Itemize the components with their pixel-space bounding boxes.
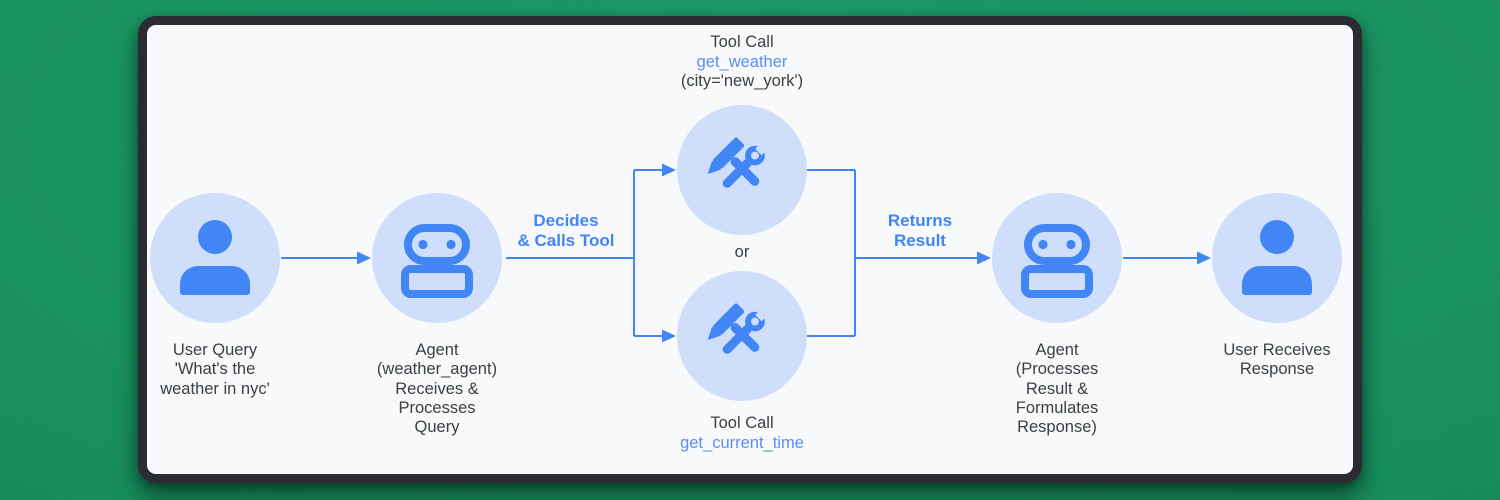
robot-icon — [1021, 224, 1093, 298]
tool-weather-node — [677, 105, 807, 235]
user-query-node — [150, 193, 280, 323]
tool-weather-function: get_weather — [696, 52, 788, 71]
person-icon — [1242, 220, 1312, 295]
user-response-node — [1212, 193, 1342, 323]
returns-result-label: Returns Result — [887, 211, 953, 250]
tool-time-title: Tool Call — [710, 414, 774, 432]
user-response-caption: User Receives Response — [1223, 341, 1331, 379]
user-query-caption: User Query 'What's the weather in nyc' — [160, 341, 270, 398]
agent-respond-caption: Agent (Processes Result & Formulates Res… — [1015, 341, 1099, 437]
robot-icon — [401, 224, 473, 298]
or-label: or — [734, 243, 750, 261]
tools-icon — [707, 303, 770, 354]
tool-weather-args: (city='new_york') — [680, 72, 804, 90]
decides-calls-tool-label: Decides & Calls Tool — [517, 211, 615, 250]
tool-weather-label: Tool Call get_weather (city='new_york') — [602, 33, 882, 92]
agent-receive-caption: Agent (weather_agent) Receives & Process… — [376, 341, 498, 437]
tools-icon — [707, 137, 770, 188]
tool-time-function: get_current_time — [680, 433, 804, 452]
tool-time-label: Tool Call get_current_time — [602, 414, 882, 453]
person-icon — [180, 220, 250, 295]
tool-time-node — [677, 271, 807, 401]
tool-weather-title: Tool Call — [710, 33, 774, 51]
agent-receive-node — [372, 193, 502, 323]
diagram-card-frame — [138, 16, 1362, 483]
agent-respond-node — [992, 193, 1122, 323]
